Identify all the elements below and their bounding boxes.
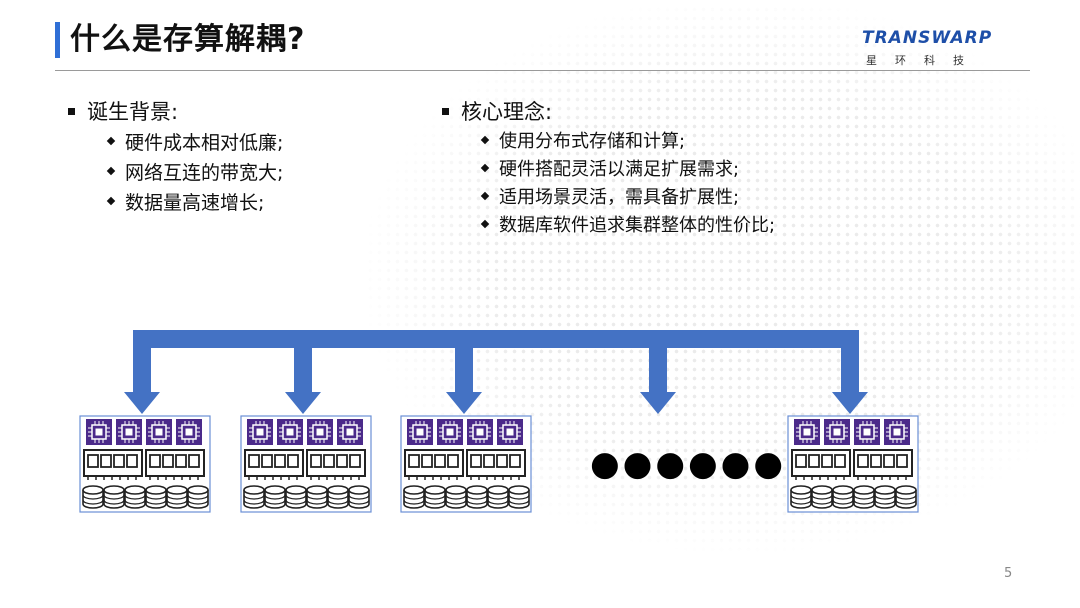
server-node-3 [401,416,531,512]
server-node-2 [241,416,371,512]
server-node-4 [788,416,918,512]
section-heading: 核心理念: [442,96,775,126]
arrow-down-icon [446,392,482,414]
background-item-1: 硬件成本相对低廉; [125,131,284,154]
section-heading: 诞生背景: [68,96,283,126]
network-bus [124,330,868,414]
company-logo-wordmark: TRANSWARP [862,28,993,48]
concept-item-2: 硬件搭配灵活以满足扩展需求; [499,159,740,180]
background-item-2: 网络互连的带宽大; [125,161,284,184]
arrow-down-icon [124,392,160,414]
background-heading: 诞生背景: [87,100,179,124]
concept-item-1: 使用分布式存储和计算; [499,131,686,152]
concept-item-3: 适用场景灵活，需具备扩展性; [499,187,740,208]
list-item: 硬件搭配灵活以满足扩展需求; [480,154,775,182]
background-item-3: 数据量高速增长; [125,191,265,214]
list-item: 硬件成本相对低廉; [106,126,284,156]
list-item: 数据库软件追求集群整体的性价比; [480,210,776,238]
list-item: 数据量高速增长; [106,186,283,216]
ellipsis: ●●●●●● [590,444,787,484]
title-divider [55,70,1030,71]
list-item: 网络互连的带宽大; [106,156,284,186]
square-bullet-icon [442,107,449,115]
core-concept-section: 核心理念: 使用分布式存储和计算; 硬件搭配灵活以满足扩展需求; 适用场景灵活，… [442,96,775,238]
core-concept-heading: 核心理念: [461,100,553,124]
square-bullet-icon [68,107,75,115]
arrow-down-icon [640,392,676,414]
arrow-down-icon [285,392,321,414]
bus-bar [133,330,859,348]
background-section: 诞生背景: 硬件成本相对低廉; 网络互连的带宽大; 数据量高速增长; [68,96,283,216]
server-node-1 [80,416,210,512]
page-number: 5 [1004,566,1013,581]
concept-item-4: 数据库软件追求集群整体的性价比; [499,215,776,236]
list-item: 适用场景灵活，需具备扩展性; [480,182,775,210]
list-item: 使用分布式存储和计算; [480,126,775,154]
title-accent-bar [55,22,60,58]
company-logo-chinese: 星环科技 [866,54,982,67]
page-title: 什么是存算解耦? [70,22,306,57]
arrow-down-icon [832,392,868,414]
